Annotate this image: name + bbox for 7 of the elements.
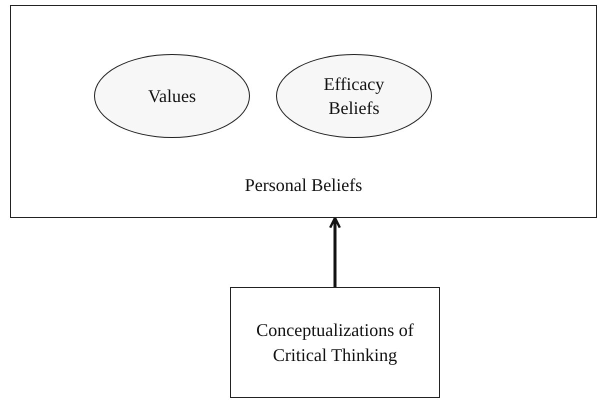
process-box (230, 287, 440, 398)
node-label: Personal Beliefs (244, 174, 364, 197)
group-box (10, 5, 597, 218)
node-label: Efficacy Beliefs (322, 72, 386, 120)
node-label: Values (148, 84, 196, 108)
arrow (329, 216, 341, 287)
node-label: Conceptualizations of Critical Thinking (255, 319, 415, 367)
